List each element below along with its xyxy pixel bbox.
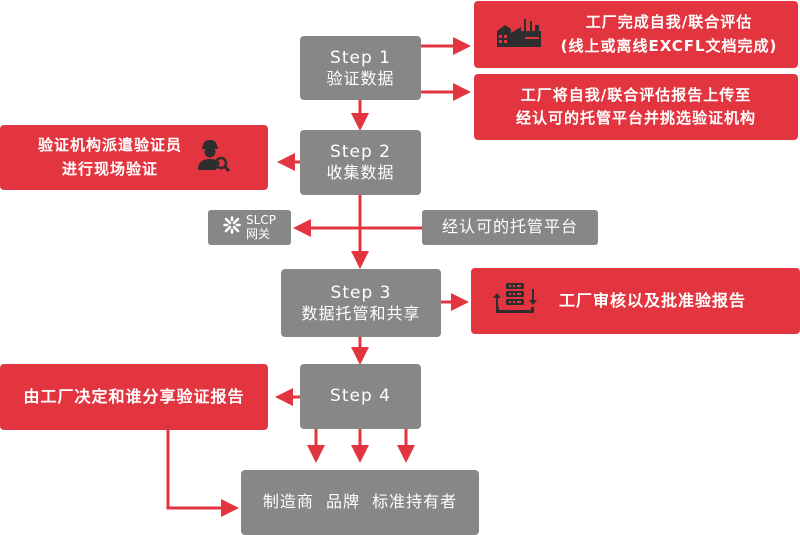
step-1-output-upload-report: 工厂将自我/联合评估报告上传至 经认可的托管平台并挑选验证机构	[474, 74, 798, 140]
slcp-logo-icon	[223, 215, 241, 240]
gateway-line-1: SLCP	[246, 212, 276, 227]
upload-report-line-1: 工厂将自我/联合评估报告上传至	[520, 85, 752, 104]
factory-icon	[495, 17, 547, 53]
onsite-verification-line-1: 验证机构派遣验证员	[37, 136, 182, 155]
step-4-output-share-decision: 由工厂决定和谁分享验证报告	[0, 364, 268, 430]
upload-report-line-2: 经认可的托管平台并挑选验证机构	[515, 109, 756, 127]
step-1-box: Step 1 验证数据	[300, 36, 421, 100]
step-1-title: 验证数据	[326, 68, 395, 88]
step-3-title: 数据托管和共享	[301, 303, 421, 323]
report-recipients: 制造商 品牌 标准持有者	[241, 470, 479, 535]
step-1-label: Step 1	[330, 47, 391, 68]
step-2-box: Step 2 收集数据	[300, 130, 421, 195]
slcp-gateway: SLCP 网关	[208, 210, 291, 245]
server-transfer-icon	[493, 281, 537, 321]
step-3-box: Step 3 数据托管和共享	[281, 269, 441, 337]
host-platform-label: 经认可的托管平台	[441, 217, 578, 237]
share-decision-text: 由工厂决定和谁分享验证报告	[23, 386, 245, 406]
recipients-text: 制造商 品牌 标准持有者	[262, 492, 458, 512]
inspector-icon	[196, 138, 231, 178]
arrow-share-to-recipients	[166, 430, 239, 517]
step-2-label: Step 2	[330, 142, 391, 163]
self-assessment-line-1: 工厂完成自我/联合评估	[585, 13, 753, 32]
step-3-output-approve-report: 工厂审核以及批准验报告	[471, 268, 800, 334]
onsite-verification-line-2: 进行现场验证	[61, 159, 158, 178]
step-2-title: 收集数据	[326, 163, 395, 183]
gateway-line-2: 网关	[246, 226, 271, 241]
step-4-label: Step 4	[330, 386, 391, 407]
step-1-output-self-assessment: 工厂完成自我/联合评估 (线上或离线EXCFL文档完成)	[474, 1, 798, 68]
accredited-host-platform: 经认可的托管平台	[422, 210, 598, 245]
step-2-output-onsite-verification: 验证机构派遣验证员 进行现场验证	[0, 125, 268, 190]
step-3-label: Step 3	[330, 282, 392, 303]
self-assessment-line-2: (线上或离线EXCFL文档完成)	[560, 36, 778, 55]
step-4-box: Step 4	[300, 364, 421, 429]
approve-report-text: 工厂审核以及批准验报告	[559, 290, 747, 310]
